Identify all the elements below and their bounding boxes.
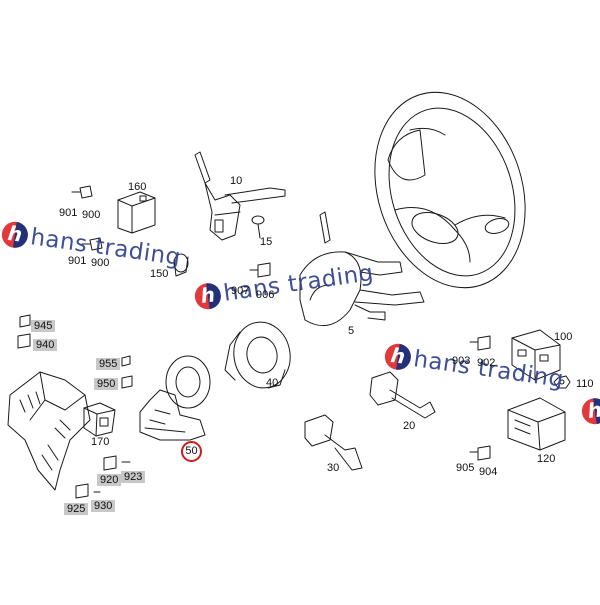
label-950: 950: [94, 378, 119, 390]
label-904: 904: [479, 466, 498, 478]
label-945: 945: [31, 320, 56, 332]
label-170: 170: [91, 436, 110, 448]
label-30: 30: [327, 462, 340, 474]
label-907: 907: [231, 285, 250, 297]
label-40: 40: [266, 377, 279, 389]
steering-wheel: [374, 91, 526, 289]
label-905: 905: [456, 462, 475, 474]
label-15: 15: [260, 236, 273, 248]
connector-900a: [71, 185, 93, 199]
part-160: [117, 191, 156, 234]
part-40: [224, 321, 291, 389]
label-925: 925: [64, 503, 89, 515]
label-10: 10: [230, 175, 243, 187]
part-120: [507, 397, 566, 451]
connector-904: [469, 445, 491, 461]
label-901a: 901: [59, 207, 78, 219]
connector-940: [17, 333, 31, 349]
connector-950: [121, 375, 133, 389]
connector-900b: [81, 237, 103, 251]
connector-902: [469, 335, 491, 351]
part-15: [251, 215, 265, 239]
part-150: [173, 253, 189, 277]
part-10: [194, 151, 286, 241]
label-955: 955: [96, 358, 121, 370]
label-110: 110: [576, 378, 594, 390]
part-30: [304, 414, 363, 471]
label-930: 930: [91, 500, 116, 512]
label-903: 903: [452, 355, 471, 367]
part-5: [299, 211, 425, 327]
connector-925: [75, 483, 101, 499]
part-100: [511, 329, 561, 381]
connector-945: [19, 314, 31, 328]
label-50-highlighted: 50: [181, 441, 202, 462]
label-940: 940: [33, 339, 58, 351]
part-110: [553, 375, 571, 389]
label-906: 906: [256, 289, 275, 301]
connector-955: [121, 355, 131, 367]
control-module-lower-left: [7, 371, 91, 491]
label-901b: 901: [68, 255, 87, 267]
label-160: 160: [128, 181, 147, 193]
label-100: 100: [554, 331, 573, 343]
label-20: 20: [403, 420, 416, 432]
label-120: 120: [537, 453, 556, 465]
label-900b: 900: [91, 257, 110, 269]
connector-920: [103, 455, 131, 471]
label-900a: 900: [82, 209, 101, 221]
part-50: [139, 355, 211, 441]
label-923: 923: [121, 471, 146, 483]
label-5: 5: [348, 325, 355, 337]
part-20: [369, 371, 436, 419]
label-150: 150: [150, 268, 169, 280]
connector-906: [249, 262, 271, 278]
label-902: 902: [477, 357, 496, 369]
label-920: 920: [97, 474, 122, 486]
part-170: [83, 402, 116, 437]
